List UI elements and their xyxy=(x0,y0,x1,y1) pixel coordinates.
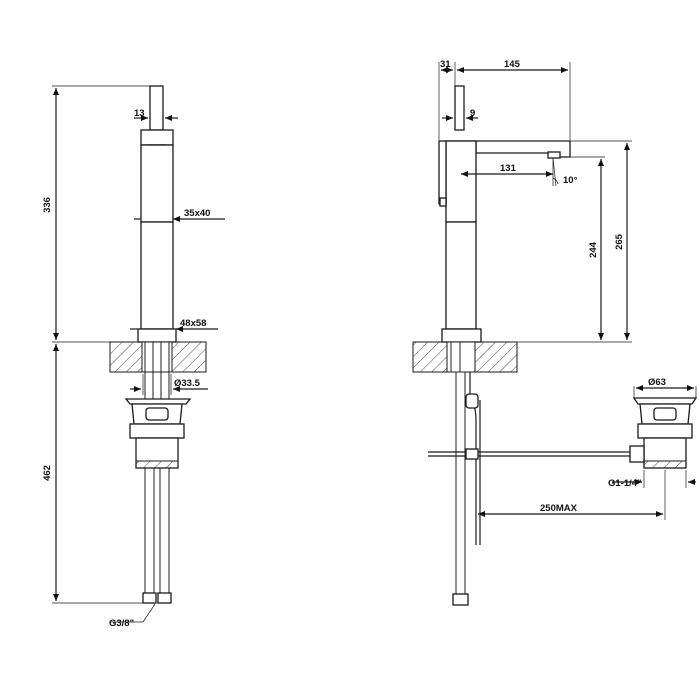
side-base xyxy=(441,328,482,343)
dim-outlet-reach: 131 xyxy=(500,163,517,174)
front-body-lower xyxy=(140,221,174,330)
front-body xyxy=(140,144,174,223)
front-base xyxy=(137,328,177,343)
dim-front-lever: 13 xyxy=(134,108,145,119)
side-body xyxy=(445,140,477,223)
front-view: 336 462 13 35x40 48x58 Ø33.5 G3/8" xyxy=(42,85,225,629)
front-hose-right xyxy=(159,467,170,594)
dim-spout-section: 35x40 xyxy=(184,208,210,219)
front-lever xyxy=(149,85,164,131)
dim-height-above: 336 xyxy=(42,197,53,213)
dim-waste-diameter: Ø63 xyxy=(648,377,666,388)
side-hose xyxy=(455,371,466,595)
side-waste xyxy=(629,397,698,469)
dim-base-section: 48x58 xyxy=(180,318,206,329)
front-head xyxy=(140,129,174,146)
dim-side-lever: 9 xyxy=(470,108,475,119)
dim-spout-reach: 145 xyxy=(504,59,521,70)
dim-hose-thread: G3/8" xyxy=(109,618,134,629)
dim-waste-thread: G1-1/4" xyxy=(608,478,642,489)
front-hose-left xyxy=(144,467,155,594)
dim-height-below: 462 xyxy=(42,465,53,481)
side-view: 31 145 9 131 10° 244 265 Ø63 G1- xyxy=(412,59,698,606)
dim-rod-length: 250MAX xyxy=(540,503,578,514)
side-lever xyxy=(454,85,465,131)
dim-lever-offset: 31 xyxy=(440,59,451,70)
dim-outlet-height: 244 xyxy=(588,241,599,258)
dim-shank-diameter: Ø33.5 xyxy=(174,378,201,389)
dim-outlet-angle: 10° xyxy=(563,175,578,186)
front-waste xyxy=(124,398,192,469)
side-body-lower xyxy=(445,221,477,330)
dim-spout-height: 265 xyxy=(614,233,625,250)
